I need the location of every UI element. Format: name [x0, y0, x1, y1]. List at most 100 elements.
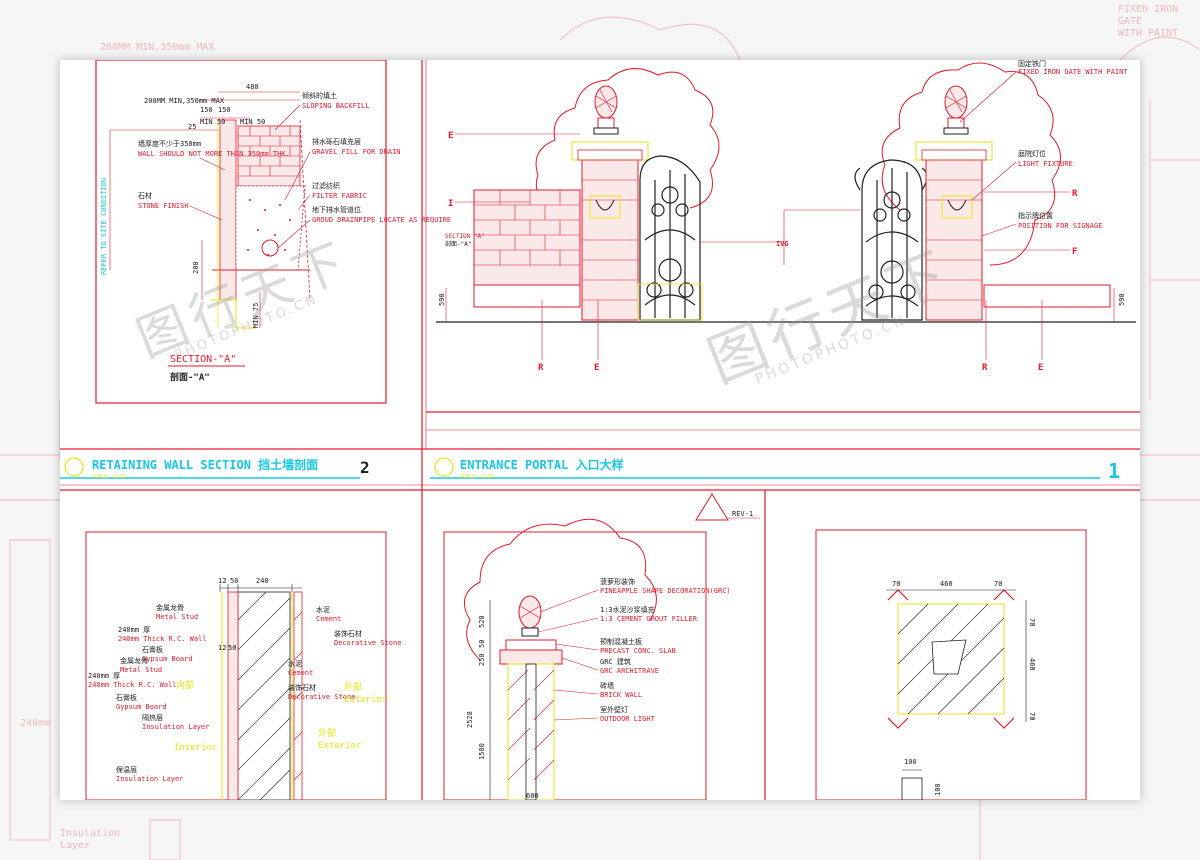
fabric-cn: 过滤纺织	[312, 181, 340, 190]
arch-cn: GRC 建筑	[600, 657, 631, 666]
gravel-cn: 排水砾石填充层	[312, 137, 361, 146]
svg-text:240mm: 240mm	[20, 718, 50, 729]
dim-100: 100	[904, 758, 917, 766]
dim-250: 250	[478, 653, 486, 666]
retaining-title: RETAINING WALL SECTION 挡土墙剖面	[92, 457, 318, 472]
svg-text:Layer: Layer	[60, 840, 90, 851]
rev-triangle	[695, 493, 729, 521]
svg-text:WITH PAINT: WITH PAINT	[1118, 28, 1178, 39]
drain-note: GROUD DRAINPIPE LOCATE AS REQUIRE	[312, 216, 451, 224]
ins-cn: 隔热层	[142, 713, 163, 722]
svg-text:Insulation: Insulation	[60, 828, 120, 839]
entrance-section-cn: 剖面-"A"	[445, 240, 471, 248]
entrance-number: 1	[1108, 459, 1120, 483]
cement2-cn: 水泥	[288, 659, 302, 668]
deco-cn: 装饰石材	[334, 629, 362, 638]
rc-wall	[237, 591, 291, 800]
finial-right	[943, 85, 969, 135]
dim-min75: MIN 75	[252, 303, 260, 328]
dim-1500: 1500	[478, 743, 486, 760]
dim-460-b: 460	[1028, 658, 1036, 671]
dim-70-b: 70	[994, 580, 1002, 588]
dim-240: 240	[256, 577, 269, 585]
drawing-sheet: RETAINING WALL SECTION 挡土墙剖面 SCALE: 1:20…	[60, 60, 1140, 800]
int-cn: 内部	[176, 679, 194, 691]
ext-note: Exterior	[344, 695, 388, 705]
sheet-frame	[60, 60, 1140, 800]
sign-note-cn: 指示牌位置	[1018, 211, 1053, 220]
section-label-cn: 剖面-"A"	[170, 371, 210, 383]
marker-e-top: E	[448, 131, 453, 141]
plan-detail: 70 460 70 70 460 70 100 100	[815, 529, 1087, 800]
deco2-note: Decorative Stone	[288, 693, 355, 701]
ext-cn: 外部	[344, 681, 362, 693]
retaining-title-block: RETAINING WALL SECTION 挡土墙剖面 SCALE: 1:20…	[60, 457, 370, 480]
dim-520: 520	[478, 615, 486, 628]
rc2-note: 240mm Thick R.C. Wall	[88, 681, 177, 689]
dim-150: 150	[200, 106, 213, 114]
stone-note: STONE FINISH	[138, 202, 189, 210]
pine-note: PINEAPPLE SHAPE DECORATION(GRC)	[600, 587, 731, 595]
ins-note: Insulation Layer	[142, 723, 209, 731]
dim-70-c: 70	[1028, 618, 1036, 626]
dim-600: 600	[526, 792, 539, 800]
arch-note: GRC ARCHITRAVE	[600, 667, 659, 675]
section-label: SECTION-"A"	[170, 354, 236, 365]
dim-590-right: 590	[1118, 293, 1126, 306]
tree-outline-column	[463, 518, 657, 661]
marker-f: F	[1072, 247, 1077, 257]
rc2-cn: 240mm 厚	[88, 672, 120, 680]
cad-drawing: RETAINING WALL SECTION 挡土墙剖面 SCALE: 1:20…	[60, 60, 1140, 800]
panel-bullet	[434, 457, 454, 477]
backfill-cn: 倾斜的填土	[302, 91, 337, 100]
entrance-elevation: E I IVG R F R E R E 590 590 SECTION "A" …	[436, 60, 1136, 373]
svg-text:FIXED IRON: FIXED IRON	[1118, 4, 1178, 15]
dim-150-b: 150	[218, 106, 231, 114]
outdoor-light-note: OUTDOOR LIGHT	[600, 715, 656, 723]
entrance-section-label: SECTION "A"	[445, 233, 485, 240]
slab-note: PRECAST CONC. SLAB	[600, 647, 676, 655]
gyp2-cn: 石膏板	[116, 693, 137, 702]
side-note: REFER TO SITE CONDITION	[100, 178, 108, 275]
marker-e-bottom-2: E	[1038, 363, 1043, 373]
ext2-note: Exterior	[318, 741, 362, 751]
dim-top: 480	[246, 83, 259, 91]
drain-cn: 地下排水管道位	[312, 205, 361, 214]
dim-100-b: 100	[934, 783, 942, 796]
gate-left	[639, 155, 701, 321]
dim-12-b: 12	[218, 644, 226, 652]
retaining-wall-section: 480 200MM MIN,350mm MAX MIN 50 MIN 50 25…	[100, 83, 451, 383]
column-detail: REV-1 520 250 50 2528 1500 600 菠萝形装饰 PIN…	[443, 493, 760, 800]
marker-r-bottom-1: R	[538, 363, 544, 373]
outdoor-light-cn: 室外壁灯	[600, 705, 628, 714]
entrance-title: ENTRANCE PORTAL 入口大样	[460, 457, 624, 472]
dim-25: 25	[188, 123, 196, 131]
marker-i: I	[448, 199, 453, 209]
dim-min50-b: MIN 50	[240, 118, 265, 126]
entrance-scale: SCALE: 1:20	[460, 474, 493, 480]
retaining-scale: SCALE: 1:20	[92, 474, 125, 480]
marker-e-bottom-1: E	[594, 363, 599, 373]
gate-note: FIXED IRON GATE WITH PAINT	[1018, 68, 1128, 76]
dim-460: 460	[940, 580, 953, 588]
ground-line	[210, 299, 256, 329]
dim-50-b: 50	[228, 644, 236, 652]
gate-right	[854, 159, 928, 321]
cement-cn: 水泥	[316, 605, 330, 614]
tree-outline-left	[535, 68, 720, 211]
slab-cn: 预制混凝土板	[600, 637, 642, 646]
retaining-number: 2	[360, 458, 370, 477]
dim-50-col: 50	[478, 640, 486, 648]
wall-body	[219, 119, 237, 301]
light-note-cn: 庭院灯位	[1018, 149, 1046, 158]
cement2-note: Cement	[288, 669, 313, 677]
column-shaft	[507, 663, 555, 800]
ins2-note: Insulation Layer	[116, 775, 183, 783]
brick-cn: 砖墙	[600, 681, 614, 690]
ext2-cn: 外部	[318, 727, 336, 739]
gyp-cn: 石膏板	[142, 645, 163, 654]
gyp2-note: Gypsum Board	[116, 703, 167, 711]
gravel-note: GRAVEL FILL FOR DRAIN	[312, 148, 401, 156]
grout-note: 1:3 CEMENT GROUT FILLER	[600, 615, 698, 623]
plan-core	[931, 639, 967, 675]
